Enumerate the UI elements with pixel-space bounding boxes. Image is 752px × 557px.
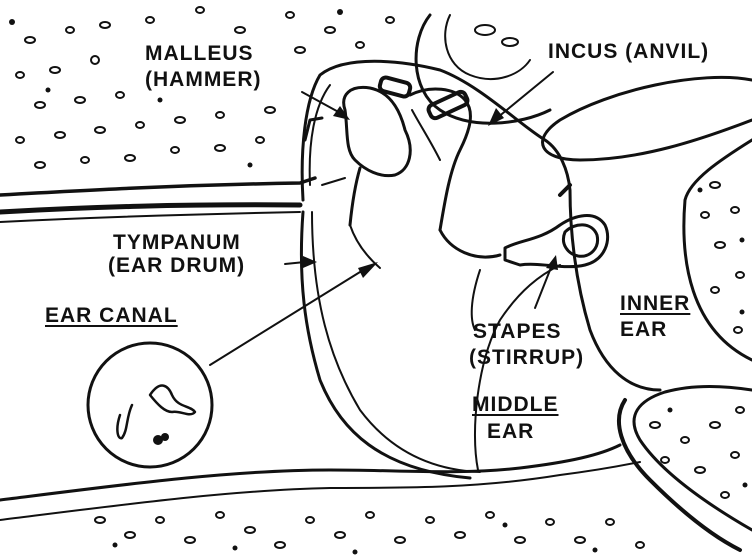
bone-texture-lower-right — [650, 407, 748, 498]
incus-anvil-label: INCUS (ANVIL) — [548, 40, 709, 63]
bone-texture-right — [698, 182, 745, 333]
ear-canal-label: EAR CANAL — [45, 304, 178, 327]
hammer-label: (HAMMER) — [145, 68, 261, 91]
tympanum-label: TYMPANUM — [113, 231, 241, 254]
inner-ear-label-line1: INNER — [620, 292, 690, 315]
tissue-magnified-inset — [88, 343, 212, 467]
bone-texture-bottom — [95, 512, 644, 555]
middle-ear-label-line2: EAR — [487, 420, 534, 443]
malleus-label: MALLEUS — [145, 42, 254, 65]
ear-drum-label: (EAR DRUM) — [108, 254, 245, 277]
inner-ear-label-line2: EAR — [620, 318, 667, 341]
tympanum-membrane — [301, 212, 480, 478]
ligament-bars — [305, 76, 480, 330]
stapes-label: STAPES — [473, 320, 561, 343]
middle-ear-label-line1: MIDDLE — [472, 393, 559, 416]
stirrup-label: (STIRRUP) — [469, 346, 584, 369]
incus-bone — [410, 89, 500, 257]
